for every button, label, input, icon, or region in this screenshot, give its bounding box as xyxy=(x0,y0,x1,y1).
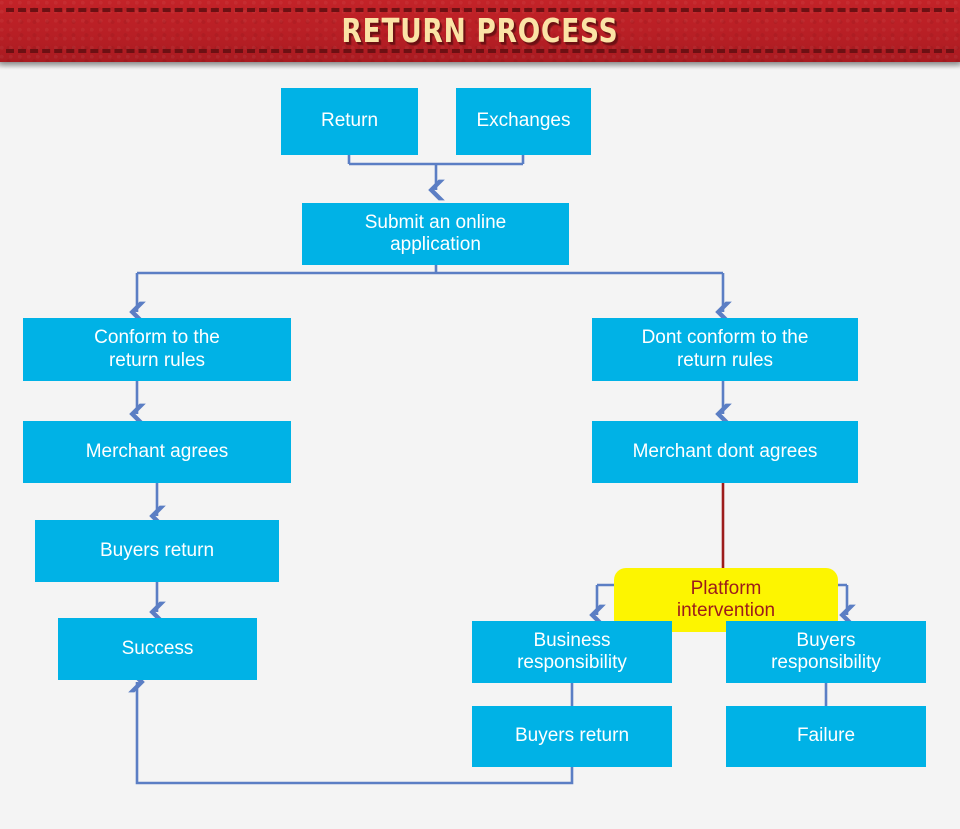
edge-loop-to-success xyxy=(128,671,574,785)
node-buyers-return-right[interactable]: Buyers return xyxy=(472,706,672,767)
node-merchant-agrees[interactable]: Merchant agrees xyxy=(23,421,291,483)
node-dont-conform-to-return-rules[interactable]: Dont conform to the return rules xyxy=(592,318,858,381)
node-conform-to-return-rules[interactable]: Conform to the return rules xyxy=(23,318,291,381)
node-business-responsibility[interactable]: Business responsibility xyxy=(472,621,672,683)
node-exchanges[interactable]: Exchanges xyxy=(456,88,591,155)
node-submit-online-application[interactable]: Submit an online application xyxy=(302,203,569,265)
node-buyers-responsibility[interactable]: Buyers responsibility xyxy=(726,621,926,683)
header-banner: RETURN PROCESS xyxy=(0,0,960,62)
page-title: RETURN PROCESS xyxy=(341,11,619,50)
node-success[interactable]: Success xyxy=(58,618,257,680)
flowchart-canvas: Return Exchanges Submit an online applic… xyxy=(0,62,960,829)
node-failure[interactable]: Failure xyxy=(726,706,926,767)
node-merchant-dont-agrees[interactable]: Merchant dont agrees xyxy=(592,421,858,483)
banner-drop-shadow xyxy=(0,62,960,69)
node-return[interactable]: Return xyxy=(281,88,418,155)
node-buyers-return-left[interactable]: Buyers return xyxy=(35,520,279,582)
